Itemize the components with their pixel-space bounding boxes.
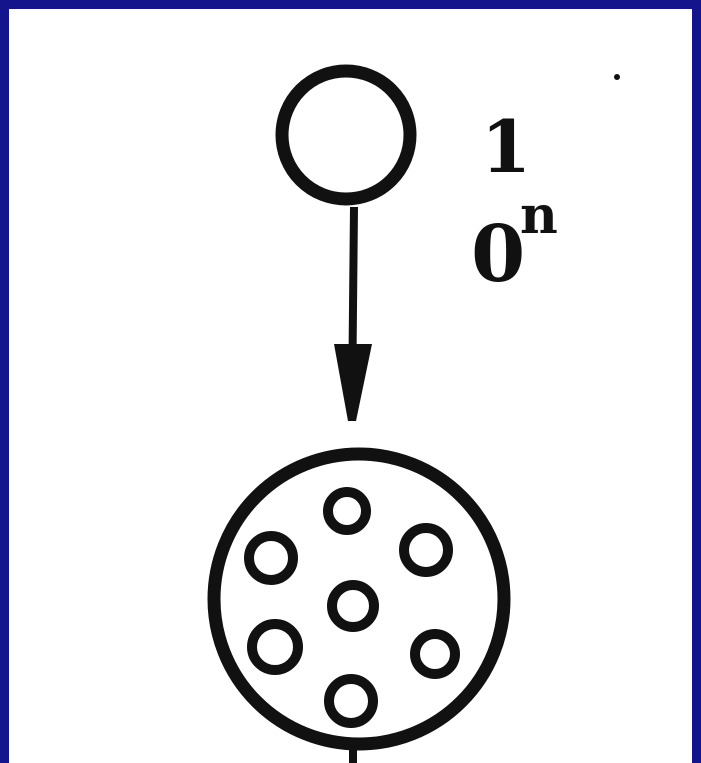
arrow-head	[334, 344, 372, 421]
inner-circle-lower-left	[252, 624, 298, 670]
inner-circle-lower-right	[415, 634, 455, 674]
inner-circle-upper-right	[404, 528, 448, 572]
inner-circle-upper-left	[249, 536, 293, 580]
cluster-inner-circles	[249, 492, 455, 723]
label-superscript: n	[520, 185, 558, 246]
inner-circle-top	[328, 492, 366, 530]
label-base: 0	[471, 209, 525, 300]
diagram-canvas: 1 0 n	[9, 9, 701, 763]
label-exponent: 1	[481, 104, 531, 189]
source-circle	[282, 71, 410, 199]
stray-dot	[614, 74, 620, 80]
inner-circle-center	[332, 585, 374, 627]
inner-circle-bottom	[329, 679, 373, 723]
